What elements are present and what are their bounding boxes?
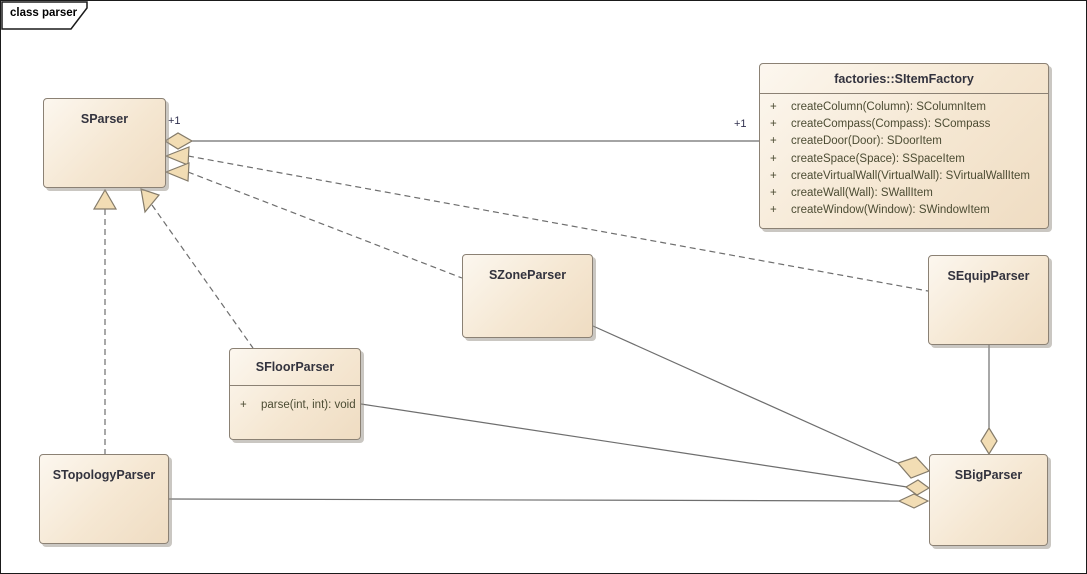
visibility-glyph: + <box>770 187 777 200</box>
realize-arrow-from-szoneparser <box>164 162 190 182</box>
class-name: SZoneParser <box>488 268 567 282</box>
aggregation-diamond-sbigparser-top <box>980 426 998 456</box>
operation-signature: createWall(Wall): SWallItem <box>791 187 933 200</box>
operation-signature: createDoor(Door): SDoorItem <box>791 135 942 148</box>
visibility-glyph: + <box>770 152 777 165</box>
frame-label: class parser <box>10 7 78 19</box>
class-name: SEquipParser <box>947 269 1030 283</box>
operation-row: + createColumn(Column): SColumnItem <box>760 98 1048 115</box>
edge-szoneparser-sparser <box>187 171 463 279</box>
class-name: SBigParser <box>954 468 1023 482</box>
aggregation-diamond-sbigparser-2 <box>904 479 931 496</box>
operation-signature: createCompass(Compass): SCompass <box>791 117 991 130</box>
realize-arrow-from-sequipparser <box>164 146 190 166</box>
operation-row: + createWindow(Window): SWindowItem <box>760 202 1048 219</box>
operation-signature: parse(int, int): void <box>261 398 356 411</box>
operation-signature: createVirtualWall(VirtualWall): SVirtual… <box>791 169 1031 182</box>
frame-tab <box>1 1 88 30</box>
operation-row: + createVirtualWall(VirtualWall): SVirtu… <box>760 167 1048 184</box>
operation-signature: createColumn(Column): SColumnItem <box>791 100 986 113</box>
class-sitemfactory[interactable]: factories::SItemFactory + createColumn(C… <box>759 63 1049 229</box>
multiplicity-label-source: +1 <box>168 115 181 127</box>
realize-arrow-from-sfloorparser <box>140 188 161 214</box>
edge-sfloorparser-sparser <box>151 204 254 349</box>
visibility-glyph: + <box>770 100 777 113</box>
class-sfloorparser[interactable]: SFloorParser + parse(int, int): void <box>229 348 361 440</box>
operation-row: + createDoor(Door): SDoorItem <box>760 133 1048 150</box>
visibility-glyph: + <box>770 204 777 217</box>
operation-signature: createWindow(Window): SWindowItem <box>791 204 990 217</box>
aggregation-diamond-sbigparser-3 <box>897 493 930 509</box>
operation-signature: createSpace(Space): SSpaceItem <box>791 152 965 165</box>
visibility-glyph: + <box>770 135 777 148</box>
class-sbigparser[interactable]: SBigParser <box>929 454 1048 546</box>
class-sparser[interactable]: SParser <box>43 98 166 188</box>
realize-arrow-from-stopologyparser <box>92 188 118 210</box>
edge-szoneparser-sbigparser <box>592 325 901 465</box>
edge-sequipparser-sparser <box>187 155 929 292</box>
edge-sfloorparser-sbigparser <box>360 403 908 488</box>
class-name: SFloorParser <box>230 349 360 386</box>
aggregation-diamond-sparser <box>163 132 194 150</box>
class-stopologyparser[interactable]: STopologyParser <box>39 454 169 544</box>
visibility-glyph: + <box>770 169 777 182</box>
multiplicity-label-target: +1 <box>734 118 747 130</box>
class-name: factories::SItemFactory <box>760 64 1048 94</box>
class-sequipparser[interactable]: SEquipParser <box>928 255 1049 345</box>
class-name: STopologyParser <box>52 468 156 482</box>
operation-row: + createWall(Wall): SWallItem <box>760 184 1048 201</box>
edge-stopologyparser-sbigparser <box>168 498 901 502</box>
operation-row: + createCompass(Compass): SCompass <box>760 115 1048 132</box>
visibility-glyph: + <box>770 117 777 130</box>
visibility-glyph: + <box>240 398 247 411</box>
operations-compartment: + createColumn(Column): SColumnItem + cr… <box>760 94 1048 219</box>
class-name: SParser <box>80 112 129 126</box>
operation-row: + parse(int, int): void <box>230 396 360 413</box>
class-szoneparser[interactable]: SZoneParser <box>462 254 593 338</box>
operations-compartment: + parse(int, int): void <box>230 386 360 413</box>
operation-row: + createSpace(Space): SSpaceItem <box>760 150 1048 167</box>
aggregation-diamond-sbigparser-1 <box>896 456 931 479</box>
